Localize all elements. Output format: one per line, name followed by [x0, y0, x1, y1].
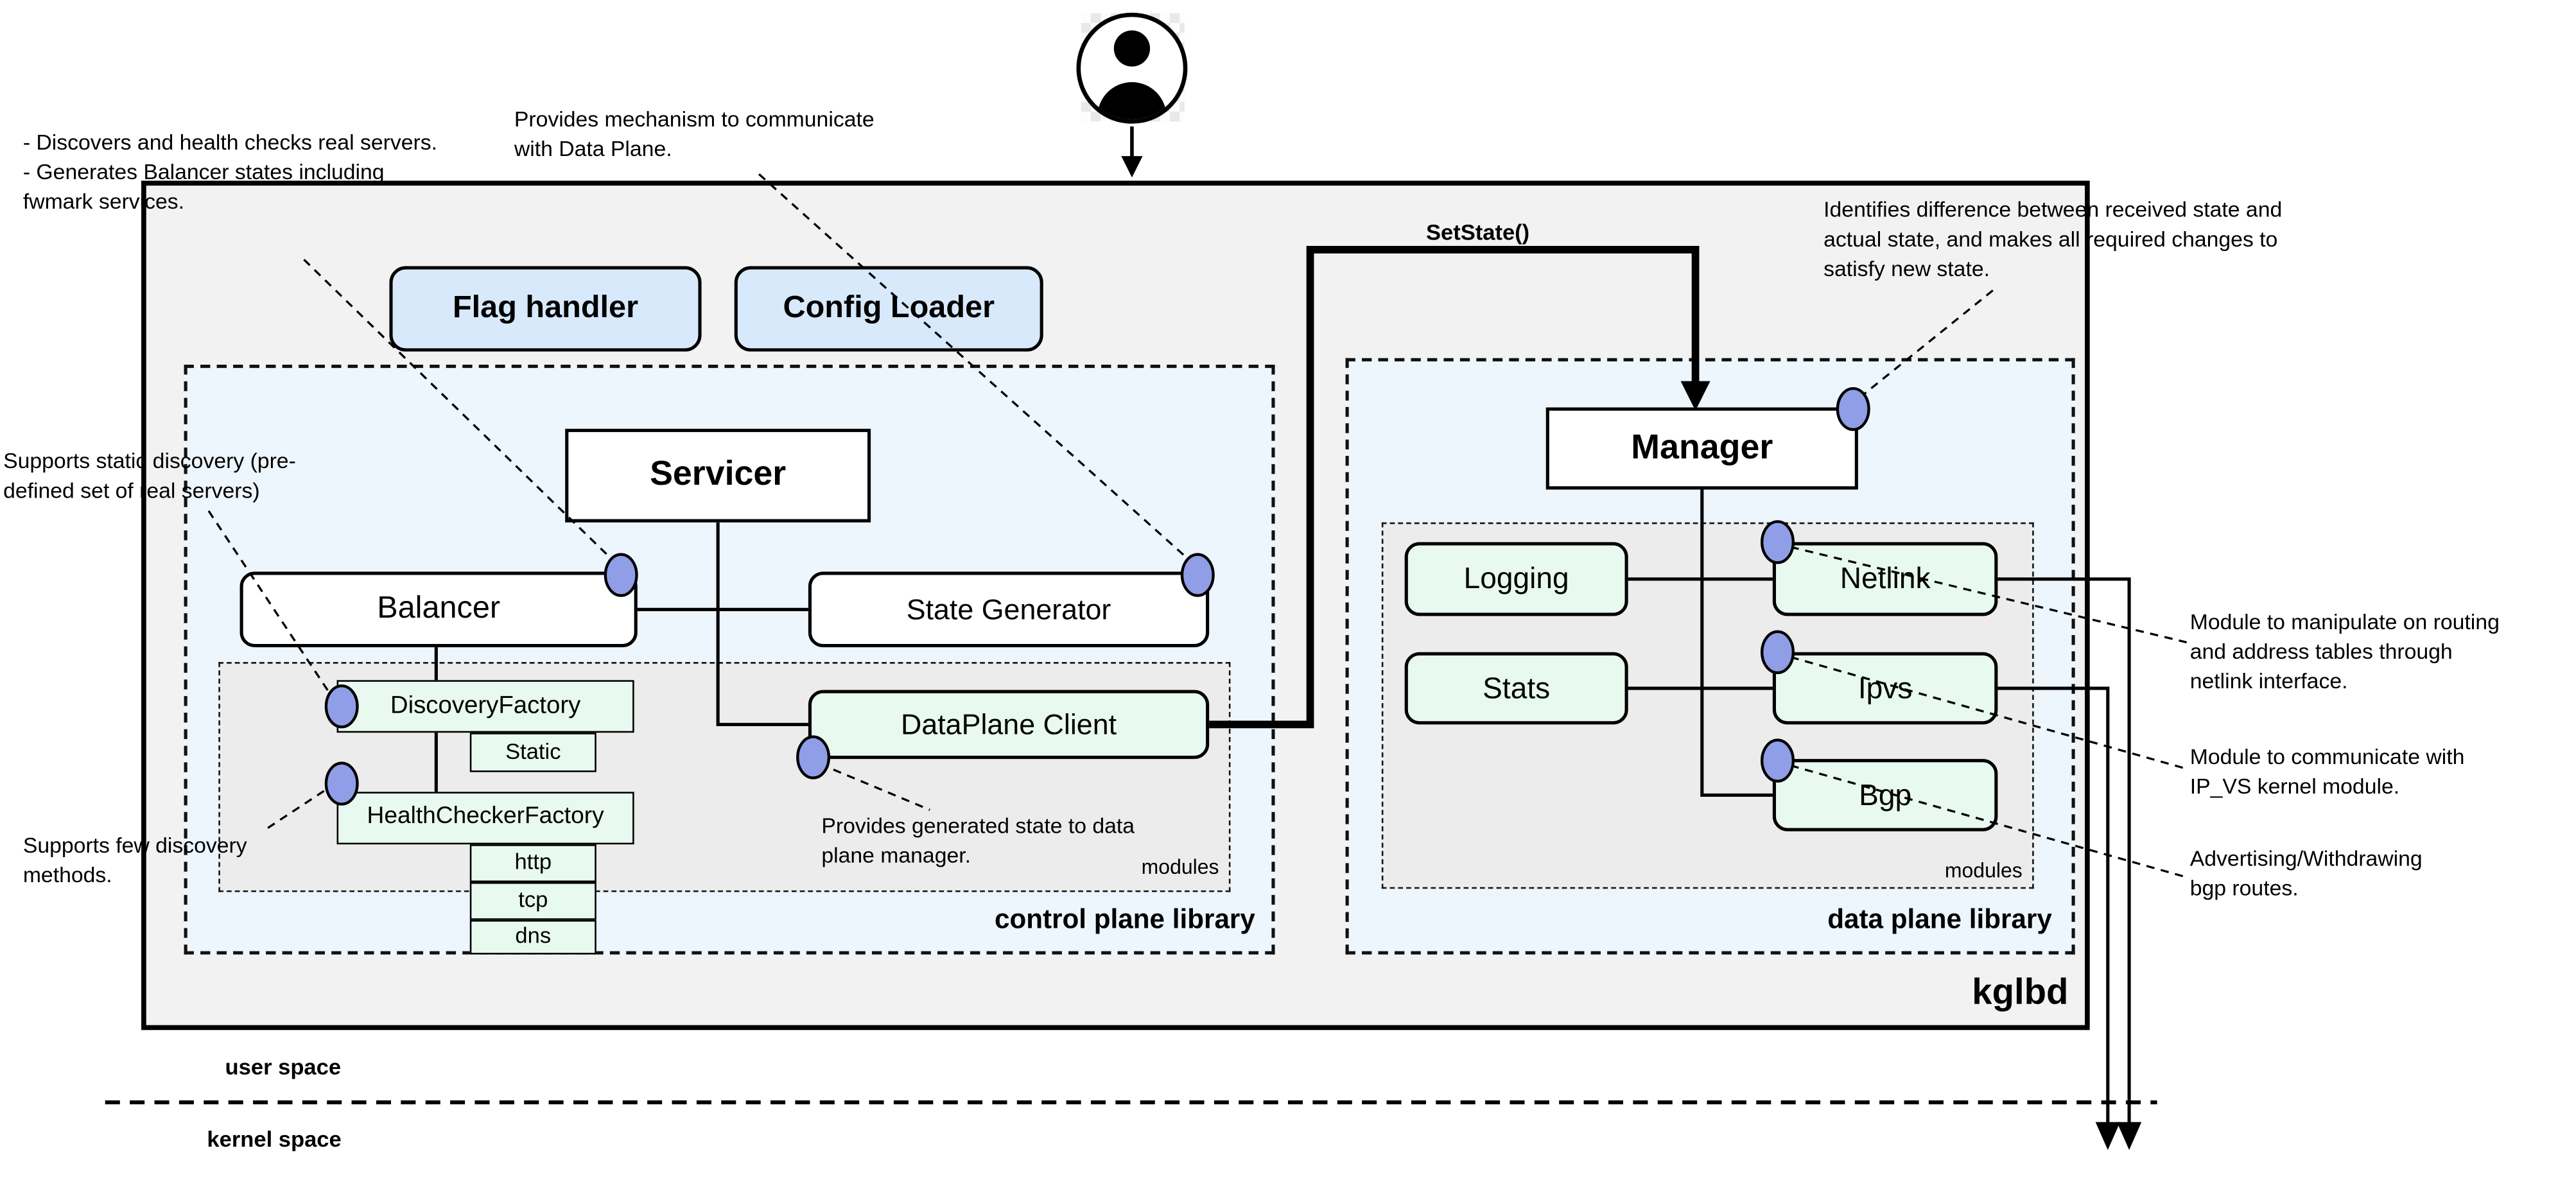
http-label: http — [514, 849, 552, 875]
kernel-space-label: kernel space — [207, 1127, 342, 1152]
discovery-factory-label: DiscoveryFactory — [390, 691, 581, 720]
person-icon-backdrop — [1081, 13, 1185, 122]
manager-label: Manager — [1631, 428, 1773, 467]
servicer-box: Servicer — [565, 428, 871, 523]
kglbd-label: kglbd — [1972, 971, 2069, 1013]
data-plane-library-label: data plane library — [1827, 905, 2052, 935]
data-modules-label: modules — [1944, 859, 2023, 883]
state-generator-note: Provides mechanism to communicate with D… — [514, 107, 875, 161]
config-loader-label: Config Loader — [783, 290, 995, 326]
logging-box: Logging — [1404, 542, 1628, 616]
flag-handler-label: Flag handler — [452, 290, 639, 326]
control-modules-label: modules — [1141, 856, 1219, 879]
netlink-kernel-arrowhead — [2116, 1122, 2142, 1151]
state-generator-box: State Generator — [808, 571, 1210, 648]
netlink-label: Netlink — [1840, 562, 1931, 595]
manager-note: Identifies difference between received s… — [1823, 197, 2283, 281]
dataplane-client-note: Provides generated state to data plane m… — [821, 813, 1135, 867]
control-plane-library-label: control plane library — [994, 905, 1255, 935]
discovery-factory-box: DiscoveryFactory — [336, 680, 634, 733]
stats-box: Stats — [1404, 652, 1628, 725]
setstate-label: SetState() — [1425, 220, 1530, 245]
ipvs-note: Module to communicate with IP_VS kernel … — [2189, 744, 2465, 799]
http-box: http — [469, 844, 596, 883]
bgp-label: Bgp — [1859, 778, 1912, 811]
dataplane-client-label: DataPlane Client — [901, 708, 1117, 741]
stats-label: Stats — [1483, 671, 1551, 704]
static-box: Static — [469, 733, 596, 772]
logging-label: Logging — [1463, 562, 1569, 595]
ipvs-label: Ipvs — [1858, 671, 1913, 704]
healthchecker-factory-label: HealthCheckerFactory — [367, 804, 604, 831]
dataplane-client-box: DataPlane Client — [808, 690, 1210, 760]
config-loader-box: Config Loader — [734, 266, 1043, 352]
servicer-label: Servicer — [650, 455, 787, 494]
ipvs-kernel-arrowhead — [2095, 1122, 2121, 1151]
tcp-box: tcp — [469, 882, 596, 920]
netlink-note: Module to manipulate on routing and addr… — [2189, 609, 2500, 693]
ipvs-box: Ipvs — [1772, 652, 1998, 725]
bgp-note: Advertising/Withdrawing bgp routes. — [2189, 846, 2423, 901]
few-discovery-note: Supports few discovery methods. — [22, 833, 247, 887]
state-generator-label: State Generator — [906, 593, 1111, 626]
flag-handler-box: Flag handler — [389, 266, 702, 352]
healthchecker-factory-box: HealthCheckerFactory — [336, 792, 634, 845]
tcp-label: tcp — [518, 887, 548, 913]
manager-box: Manager — [1545, 407, 1858, 490]
static-discovery-note: Supports static discovery (pre- defined … — [3, 448, 296, 503]
dns-label: dns — [515, 924, 552, 949]
balancer-label: Balancer — [377, 591, 501, 626]
user-space-label: user space — [225, 1054, 342, 1080]
balancer-box: Balancer — [239, 571, 638, 648]
static-label: Static — [505, 739, 561, 764]
dns-box: dns — [469, 919, 596, 955]
bgp-box: Bgp — [1772, 759, 1998, 831]
actor-arrow — [1121, 126, 1143, 178]
balancer-note: - Discovers and health checks real serve… — [22, 130, 437, 214]
netlink-box: Netlink — [1772, 542, 1998, 616]
